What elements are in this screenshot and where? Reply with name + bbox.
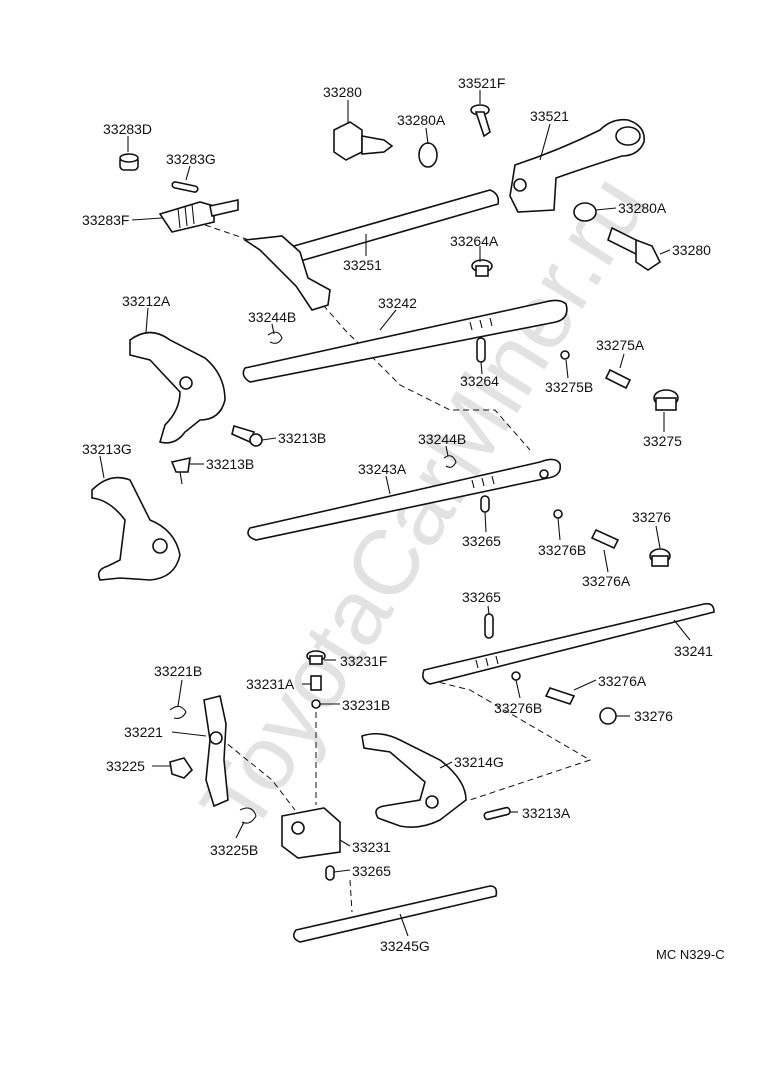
label-33280-right: 33280 <box>672 242 711 258</box>
part-33213A[interactable] <box>483 806 511 821</box>
part-33241[interactable] <box>422 602 715 685</box>
label-33276-bottom: 33276 <box>634 708 673 724</box>
label-33221: 33221 <box>124 724 163 740</box>
label-33264A: 33264A <box>450 233 499 249</box>
label-33521F: 33521F <box>458 75 505 91</box>
part-33213B-a[interactable] <box>231 424 263 447</box>
label-33276A-a: 33276A <box>582 573 631 589</box>
part-33225[interactable] <box>169 757 194 779</box>
part-33264A[interactable] <box>471 259 493 277</box>
label-33213G: 33213G <box>82 441 132 457</box>
part-33280A-top[interactable] <box>418 142 438 168</box>
part-33280-top[interactable] <box>333 121 394 161</box>
label-33245G: 33245G <box>380 938 430 954</box>
part-33225B[interactable] <box>239 807 257 824</box>
label-33241: 33241 <box>674 643 713 659</box>
part-33276B-a[interactable] <box>553 509 563 519</box>
label-33276-top: 33276 <box>632 509 671 525</box>
part-33275[interactable] <box>653 389 679 411</box>
part-33243A[interactable] <box>247 458 562 541</box>
leader-lines <box>99 90 691 937</box>
label-33242: 33242 <box>378 295 417 311</box>
part-33231A[interactable] <box>310 675 322 691</box>
label-33212A: 33212A <box>122 293 171 309</box>
part-33265-c[interactable] <box>325 865 335 881</box>
part-33244B-top[interactable] <box>267 331 283 344</box>
label-33213B-b: 33213B <box>206 456 254 472</box>
part-33283G[interactable] <box>171 181 199 193</box>
part-33276-bottom[interactable] <box>599 707 617 725</box>
label-33265-c: 33265 <box>352 863 391 879</box>
label-33280-top: 33280 <box>323 84 362 100</box>
label-33225: 33225 <box>106 758 145 774</box>
part-labels: 33280 33521F 33283D 33280A 33521 33283G … <box>82 75 725 962</box>
part-33231F[interactable] <box>306 650 326 665</box>
part-33221[interactable] <box>203 695 229 808</box>
label-33231B: 33231B <box>342 697 390 713</box>
label-33280A-right: 33280A <box>618 200 667 216</box>
part-33213G[interactable] <box>91 476 181 581</box>
assembly-line-vertical <box>315 712 353 913</box>
label-33265-a: 33265 <box>462 533 501 549</box>
label-33276B-b: 33276B <box>494 700 542 716</box>
label-33276B-a: 33276B <box>538 542 586 558</box>
label-33280A-top: 33280A <box>397 112 446 128</box>
label-33244B-top: 33244B <box>248 309 296 325</box>
label-33243A: 33243A <box>358 461 407 477</box>
part-33276-top[interactable] <box>649 548 671 567</box>
label-33213A: 33213A <box>522 805 571 821</box>
label-33231F: 33231F <box>340 653 387 669</box>
label-33214G: 33214G <box>454 754 504 770</box>
label-33283D: 33283D <box>103 121 152 137</box>
label-33275B: 33275B <box>545 379 593 395</box>
label-33275: 33275 <box>643 433 682 449</box>
label-33283F: 33283F <box>82 212 129 228</box>
part-33264[interactable] <box>476 337 486 363</box>
label-33276A-b: 33276A <box>598 673 647 689</box>
part-33231B[interactable] <box>311 699 321 709</box>
part-33251[interactable] <box>242 189 500 311</box>
assembly-line-lower <box>219 679 592 811</box>
part-33275A[interactable] <box>604 368 632 390</box>
part-33521[interactable] <box>509 118 645 213</box>
part-33283D[interactable] <box>119 153 139 171</box>
label-33221B: 33221B <box>154 663 202 679</box>
part-33242[interactable] <box>242 299 568 383</box>
label-33275A: 33275A <box>596 337 645 353</box>
label-33264: 33264 <box>460 373 499 389</box>
part-33276B-b[interactable] <box>511 671 521 681</box>
part-33276A-b[interactable] <box>544 687 576 705</box>
label-33231: 33231 <box>352 839 391 855</box>
part-33283F[interactable] <box>158 199 239 233</box>
part-33214G[interactable] <box>361 732 467 828</box>
part-33280-right[interactable] <box>607 226 662 271</box>
label-33244B-mid: 33244B <box>418 431 466 447</box>
part-33265-b[interactable] <box>484 613 494 639</box>
part-33265-a[interactable] <box>480 495 490 513</box>
label-33225B: 33225B <box>210 842 258 858</box>
part-33221B[interactable] <box>169 705 187 719</box>
part-33276A-a[interactable] <box>590 528 620 550</box>
label-33231A: 33231A <box>246 676 295 692</box>
label-33251: 33251 <box>343 257 382 273</box>
part-33231[interactable] <box>281 807 341 859</box>
part-33245G[interactable] <box>292 885 498 943</box>
label-33265-b: 33265 <box>462 589 501 605</box>
label-33213B-a: 33213B <box>278 430 326 446</box>
label-33283G: 33283G <box>166 151 216 167</box>
figure-code: MC N329-C <box>656 947 725 962</box>
part-33275B[interactable] <box>560 350 570 360</box>
label-33521: 33521 <box>530 108 569 124</box>
part-33213B-b[interactable] <box>170 456 191 485</box>
part-33212A[interactable] <box>129 331 226 444</box>
part-33280A-right[interactable] <box>573 202 597 222</box>
part-33521F[interactable] <box>470 104 491 138</box>
